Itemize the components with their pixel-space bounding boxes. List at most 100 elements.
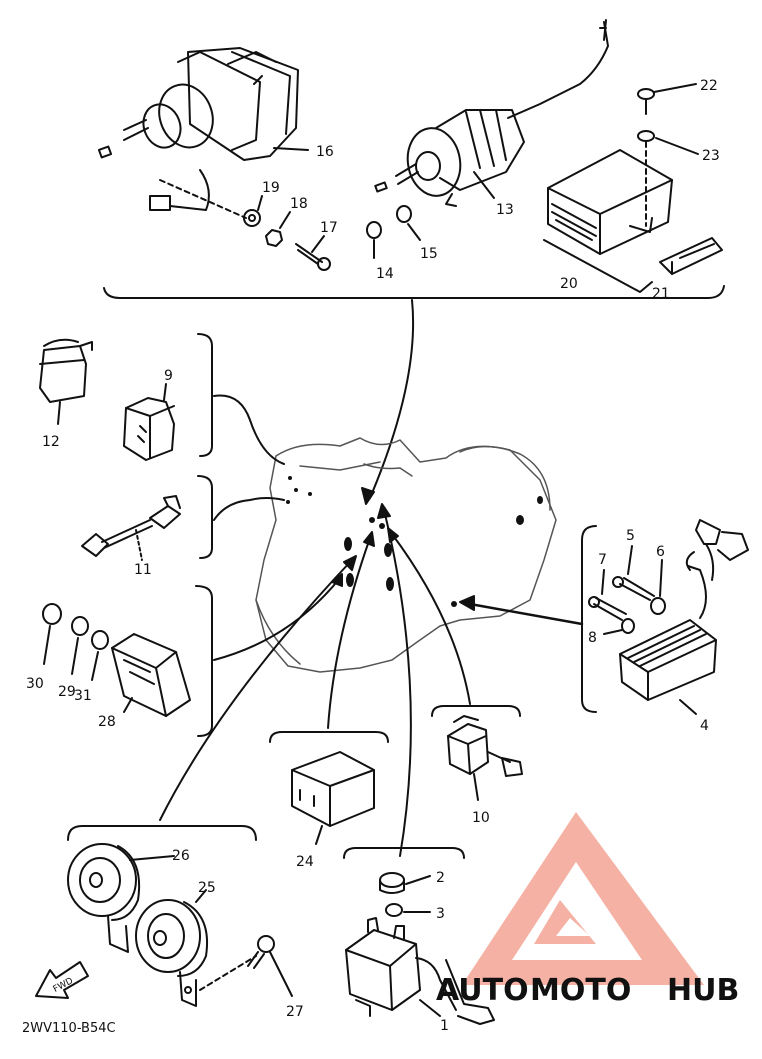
arrowhead-24 bbox=[363, 531, 375, 547]
callout-20: 20 bbox=[560, 276, 578, 292]
leader-4 bbox=[679, 699, 697, 715]
actuator-13 bbox=[374, 19, 609, 207]
forward-label: FWD bbox=[52, 976, 75, 995]
callout-25: 25 bbox=[198, 880, 216, 896]
cap-2-body bbox=[379, 879, 405, 894]
forward-arrow-icon: FWD bbox=[35, 961, 89, 999]
nut-3 bbox=[385, 903, 403, 917]
callout-12: 12 bbox=[42, 434, 60, 450]
figure-code: 2WV110-B54C bbox=[22, 1021, 116, 1036]
leader-30 bbox=[43, 625, 51, 665]
leader-28 bbox=[123, 697, 133, 713]
arrowhead-28 bbox=[331, 573, 343, 587]
bolt-17 bbox=[295, 243, 323, 265]
dashed-axis-16 bbox=[159, 179, 247, 219]
callout-3: 3 bbox=[436, 906, 445, 922]
leader-24 bbox=[315, 825, 323, 845]
top-group-leader bbox=[369, 299, 415, 499]
motorcycle-frame-outline bbox=[255, 437, 557, 673]
bolt-17-head bbox=[317, 257, 331, 271]
leader-20-21 bbox=[543, 239, 653, 293]
leader-6 bbox=[659, 559, 663, 597]
bracket-11 bbox=[197, 475, 213, 559]
leader-18 bbox=[279, 211, 291, 229]
leader-10-to-frame bbox=[391, 533, 471, 705]
leader-28-to-frame bbox=[213, 577, 341, 661]
nut-18 bbox=[265, 229, 283, 247]
arrowhead-4 bbox=[459, 595, 475, 611]
bolt-5 bbox=[619, 577, 655, 601]
washer-8 bbox=[621, 618, 635, 634]
watermark-moto: MOTO bbox=[530, 973, 631, 1008]
leader-24-to-frame bbox=[327, 537, 371, 729]
callout-17: 17 bbox=[320, 220, 338, 236]
grommet-23 bbox=[637, 130, 655, 142]
horn-25 bbox=[135, 899, 208, 1007]
leader-11-to-frame bbox=[213, 497, 285, 521]
collar-6 bbox=[650, 597, 666, 615]
sensor-11 bbox=[81, 495, 181, 557]
leader-13 bbox=[473, 171, 495, 199]
leader-25 bbox=[195, 889, 207, 903]
leader-22 bbox=[653, 83, 697, 93]
callout-9: 9 bbox=[164, 368, 173, 384]
arrowhead-10 bbox=[387, 527, 399, 543]
bolt-27 bbox=[247, 935, 275, 969]
cap-2 bbox=[379, 872, 405, 888]
leader-9 bbox=[163, 383, 167, 401]
callout-18: 18 bbox=[290, 196, 308, 212]
leader-10 bbox=[473, 773, 479, 801]
bolt-22-head bbox=[637, 88, 655, 100]
callout-6: 6 bbox=[656, 544, 665, 560]
callout-8: 8 bbox=[588, 630, 597, 646]
fuse-31 bbox=[91, 630, 109, 650]
callout-11: 11 bbox=[134, 562, 152, 578]
horn-26 bbox=[67, 843, 141, 953]
callout-22: 22 bbox=[700, 78, 718, 94]
bolt-7 bbox=[593, 597, 627, 621]
bracket-28-31 bbox=[195, 585, 213, 737]
bracket-1-3 bbox=[343, 847, 465, 859]
leader-27 bbox=[269, 951, 293, 997]
leader-15 bbox=[407, 223, 421, 241]
washer-19 bbox=[243, 209, 261, 227]
leader-7 bbox=[601, 569, 605, 595]
watermark-auto: AUTO bbox=[436, 973, 529, 1008]
callout-30: 30 bbox=[26, 676, 44, 692]
motor-assembly-16 bbox=[97, 47, 299, 211]
relay-box-24 bbox=[291, 751, 375, 827]
leader-2 bbox=[405, 875, 431, 885]
starter-relay-1 bbox=[345, 917, 495, 1025]
callout-19: 19 bbox=[262, 180, 280, 196]
callout-13: 13 bbox=[496, 202, 514, 218]
leader-5 bbox=[627, 545, 633, 575]
callout-4: 4 bbox=[700, 718, 709, 734]
leader-16 bbox=[273, 147, 309, 151]
callout-23: 23 bbox=[702, 148, 720, 164]
leader-1-to-frame bbox=[383, 509, 412, 857]
leader-1 bbox=[419, 999, 441, 1017]
washer-15 bbox=[396, 205, 412, 223]
watermark-logo: AUTO MOTO HUB bbox=[436, 812, 739, 1008]
callout-14: 14 bbox=[376, 266, 394, 282]
arrowhead-26 bbox=[343, 555, 357, 571]
bracket-25-26 bbox=[67, 825, 257, 841]
top-group-bracket bbox=[103, 285, 725, 299]
dashed-axis-27 bbox=[199, 955, 257, 991]
callout-7: 7 bbox=[598, 552, 607, 568]
callout-29: 29 bbox=[58, 684, 76, 700]
leader-23 bbox=[655, 137, 699, 155]
leader-19 bbox=[257, 195, 263, 211]
leader-8 bbox=[603, 629, 623, 635]
bolt-7-head bbox=[588, 596, 600, 608]
bracket-10 bbox=[431, 705, 521, 717]
cdi-unit-20 bbox=[547, 149, 673, 255]
callout-15: 15 bbox=[420, 246, 438, 262]
fuse-30 bbox=[42, 603, 62, 625]
washer-19-hole bbox=[248, 214, 256, 222]
callout-24: 24 bbox=[296, 854, 314, 870]
leader-26-to-frame bbox=[159, 559, 353, 821]
flasher-9 bbox=[123, 397, 175, 461]
callout-26: 26 bbox=[172, 848, 190, 864]
